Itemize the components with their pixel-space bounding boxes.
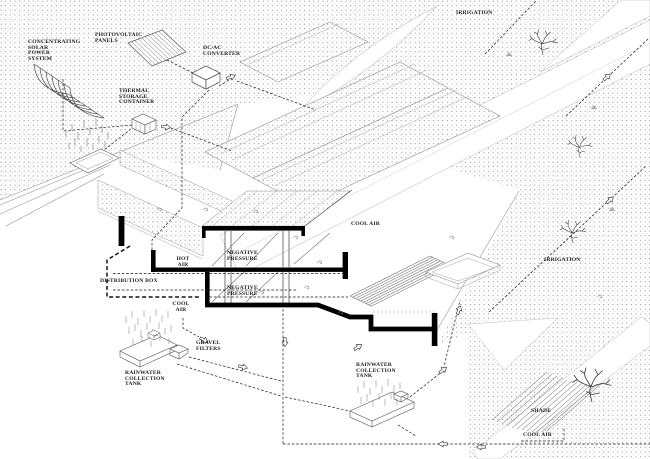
flow-arrow-icon	[438, 440, 448, 448]
photovoltaic-panel-icon	[127, 29, 187, 67]
breeze-swirl-icon	[304, 285, 310, 290]
pv-to-converter-line	[166, 59, 196, 75]
irrigation-line-right	[488, 165, 647, 313]
section-columns	[224, 231, 290, 303]
breeze-swirl-icon	[449, 235, 455, 240]
cool-air-supply-line	[182, 318, 200, 338]
flow-arrow-icon	[237, 362, 249, 372]
breeze-swirl-icon	[203, 207, 209, 212]
courtyard-pool-icon	[373, 252, 501, 313]
site-boundary-dashed	[282, 309, 650, 445]
thermal-storage-container-icon	[131, 113, 157, 135]
solar-thermal-lines	[62, 79, 233, 152]
cool-air-bracket	[521, 428, 565, 442]
rainwater-tank-icon-right	[349, 379, 415, 428]
terrain-contour-lines	[0, 103, 239, 227]
power-to-distribution-line	[151, 89, 210, 266]
dc-ac-converter-box-icon	[191, 65, 221, 90]
breeze-swirl-icon	[259, 290, 265, 295]
green-roof-planes	[201, 21, 520, 331]
flow-arrow-icon	[352, 341, 364, 353]
converter-output-line	[218, 79, 317, 111]
system-dashed-lines	[62, 0, 650, 445]
section-braces	[211, 232, 331, 303]
distribution-box-duct-icon	[106, 245, 200, 298]
gravel-filter-box-icon-left	[169, 344, 189, 360]
gravel-filter-box-icon-right	[393, 390, 409, 403]
flow-arrow-icon	[198, 334, 210, 346]
rain-dashes	[125, 309, 172, 347]
rainwater-tank-icon-left	[119, 309, 178, 368]
air-duct-lines	[113, 273, 348, 298]
shade-hatch-icon	[491, 371, 603, 433]
breeze-swirl-icon	[317, 260, 323, 265]
rainwater-pipes	[176, 356, 417, 437]
irrigation-lines-top	[484, 0, 649, 117]
fountain-spray-icon	[65, 118, 120, 174]
building-section	[118, 189, 438, 346]
rain-dashes	[357, 379, 401, 407]
parabolic-trough-collector-icon	[33, 63, 105, 119]
stairs-icon	[349, 255, 452, 307]
